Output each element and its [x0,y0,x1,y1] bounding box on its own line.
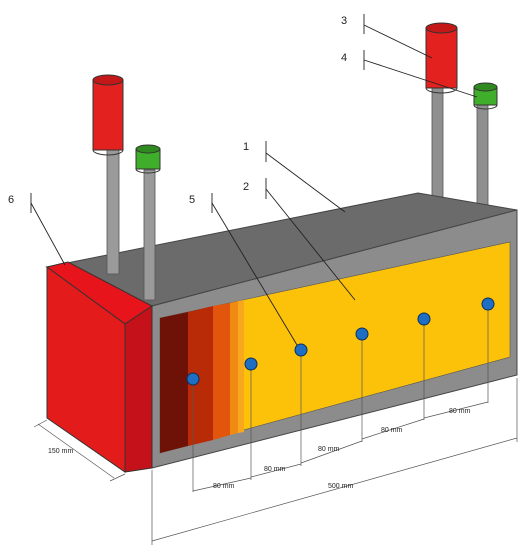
red-cylinder-right [425,22,458,94]
spacing-label-3: 80 mm [318,446,340,453]
length-dimension [151,378,518,545]
callout-leaders [30,14,478,346]
length-label: 500 mm [328,483,353,490]
thermocouple-2 [244,357,258,371]
width-label: 150 mm [48,448,73,455]
width-dimension [33,419,126,482]
spacing-label-4: 80 mm [381,427,403,434]
reaction-zone [160,300,244,453]
spacing-dimensions [192,401,489,492]
callout-4: 4 [341,52,347,64]
thermocouple-6 [481,297,495,311]
callout-1: 1 [243,141,249,153]
thermocouple-1 [186,372,200,386]
spacing-label-2: 80 mm [264,466,286,473]
spacing-label-1: 80 mm [213,483,235,490]
green-cylinder-right [473,82,498,110]
thermocouple-4 [355,327,369,341]
callout-2: 2 [243,181,249,193]
callout-5: 5 [189,194,195,206]
callout-3: 3 [341,15,347,27]
thermocouple-3 [294,343,308,357]
red-cylinder-left [92,74,124,156]
thermocouple-5 [417,312,431,326]
heating-end-block [45,261,153,473]
green-cylinder-left [135,144,161,174]
thermocouples [186,297,495,492]
pipe-right-red [431,83,444,203]
spacing-label-5: 80 mm [449,408,471,415]
pipe-left-green [143,169,156,301]
callout-6: 6 [8,194,14,206]
pipe-left-red [106,149,120,275]
